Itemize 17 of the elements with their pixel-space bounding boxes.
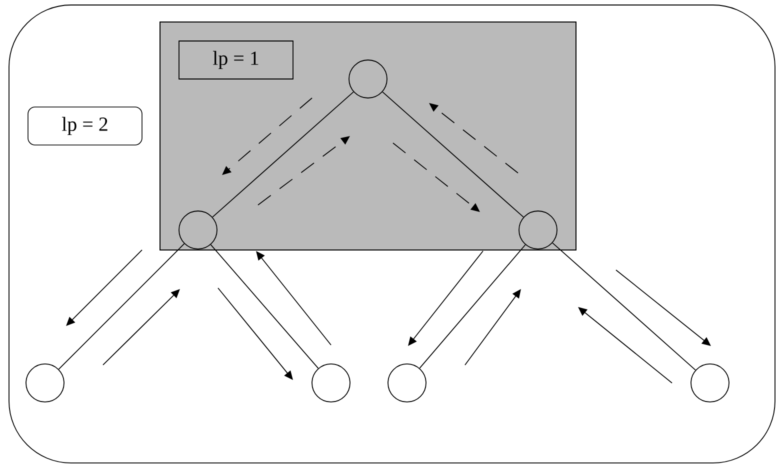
tree-node xyxy=(690,364,730,402)
rounded-frame xyxy=(8,4,776,464)
shaded-region xyxy=(160,22,576,250)
tree-node xyxy=(26,364,64,402)
tree-edge xyxy=(419,244,526,369)
tree-edge xyxy=(212,91,354,218)
tree-edge xyxy=(210,244,319,369)
tree-node xyxy=(518,210,558,250)
label-box: lp = 1 xyxy=(178,40,294,80)
tree-node xyxy=(178,210,218,250)
tree-node xyxy=(312,364,350,402)
tree-node xyxy=(388,364,426,402)
tree-node xyxy=(348,60,388,98)
label-box: lp = 2 xyxy=(28,106,142,146)
tree-edge xyxy=(58,243,185,370)
tree-edge xyxy=(382,91,524,218)
tree-edge xyxy=(552,242,696,370)
